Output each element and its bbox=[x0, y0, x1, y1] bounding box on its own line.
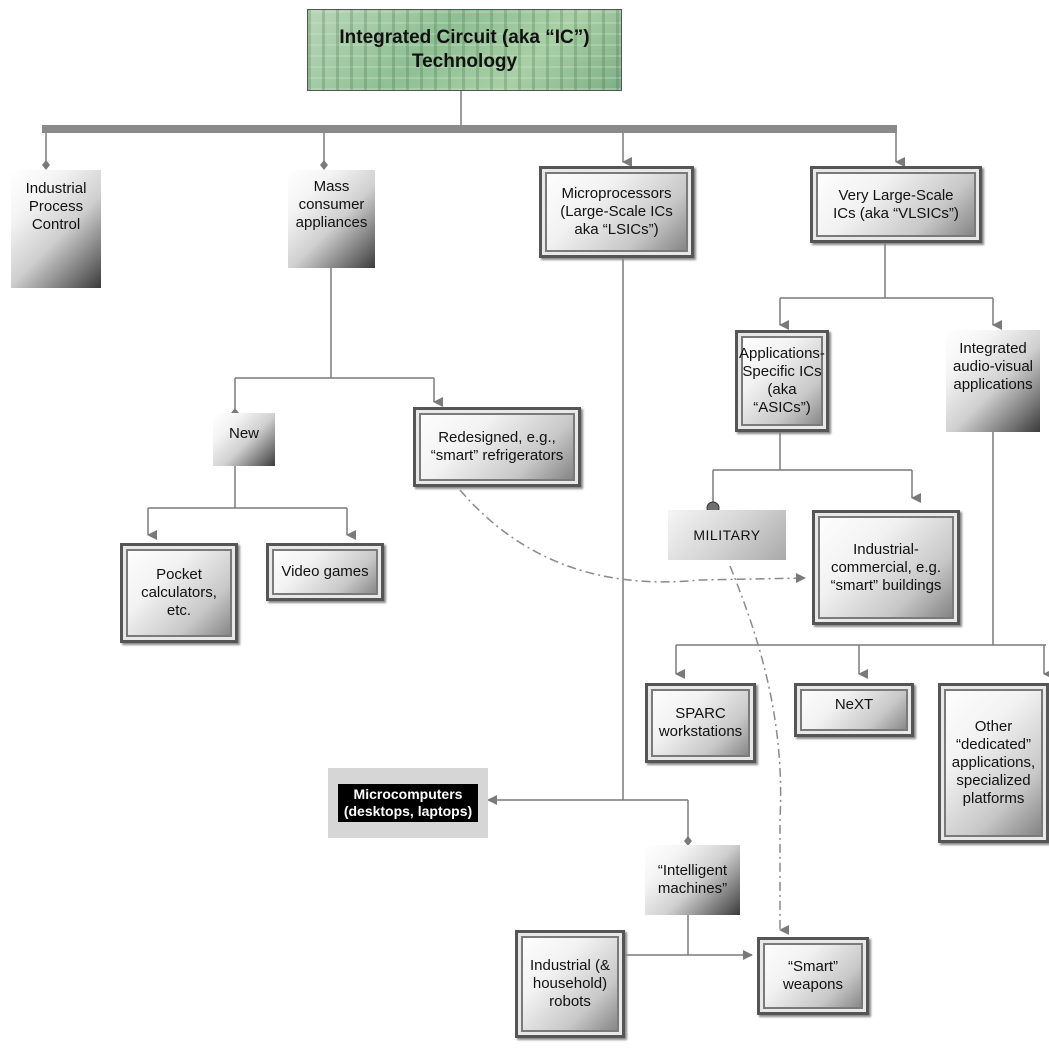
diamond-intelligent bbox=[684, 836, 692, 846]
dashdot-redesigned-to-indcomm bbox=[459, 489, 806, 583]
node-new: New bbox=[213, 413, 275, 466]
node-other-dedicated: Other “dedicated” applications, speciali… bbox=[938, 683, 1049, 843]
node-industrial-commercial: Industrial- commercial, e.g. “smart” bui… bbox=[812, 510, 960, 625]
node-mass-consumer-appliances: Mass consumer appliances bbox=[288, 170, 375, 268]
node-redesigned: Redesigned, e.g., “smart” refrigerators bbox=[413, 407, 581, 487]
node-microcomputers: Microcomputers (desktops, laptops) bbox=[328, 768, 488, 838]
node-smart-weapons: “Smart” weapons bbox=[757, 937, 869, 1015]
node-integrated-av: Integrated audio-visual applications bbox=[946, 330, 1040, 432]
diamond-industrial bbox=[42, 160, 50, 170]
node-pocket-calculators: Pocket calculators, etc. bbox=[120, 543, 238, 643]
microcomputers-label: Microcomputers (desktops, laptops) bbox=[337, 784, 479, 822]
node-sparc: SPARC workstations bbox=[645, 683, 756, 763]
dashdot-military-to-weapons bbox=[729, 565, 789, 935]
node-industrial-process-control: Industrial Process Control bbox=[11, 170, 101, 288]
main-bus-bar bbox=[42, 125, 897, 133]
node-vlsics: Very Large-Scale ICs (aka “VLSICs”) bbox=[810, 166, 982, 243]
node-military: MILITARY bbox=[668, 510, 786, 560]
node-asics: Applications- Specific ICs (aka “ASICs”) bbox=[735, 330, 829, 432]
title-node: Integrated Circuit (aka “IC”) Technology bbox=[307, 9, 622, 91]
node-robots: Industrial (& household) robots bbox=[515, 930, 625, 1038]
node-video-games: Video games bbox=[266, 543, 384, 601]
node-next: NeXT bbox=[794, 683, 914, 737]
node-intelligent-machines: “Intelligent machines” bbox=[645, 845, 740, 915]
diamond-mass bbox=[320, 160, 328, 170]
node-microprocessors: Microprocessors (Large-Scale ICs aka “LS… bbox=[539, 166, 694, 258]
